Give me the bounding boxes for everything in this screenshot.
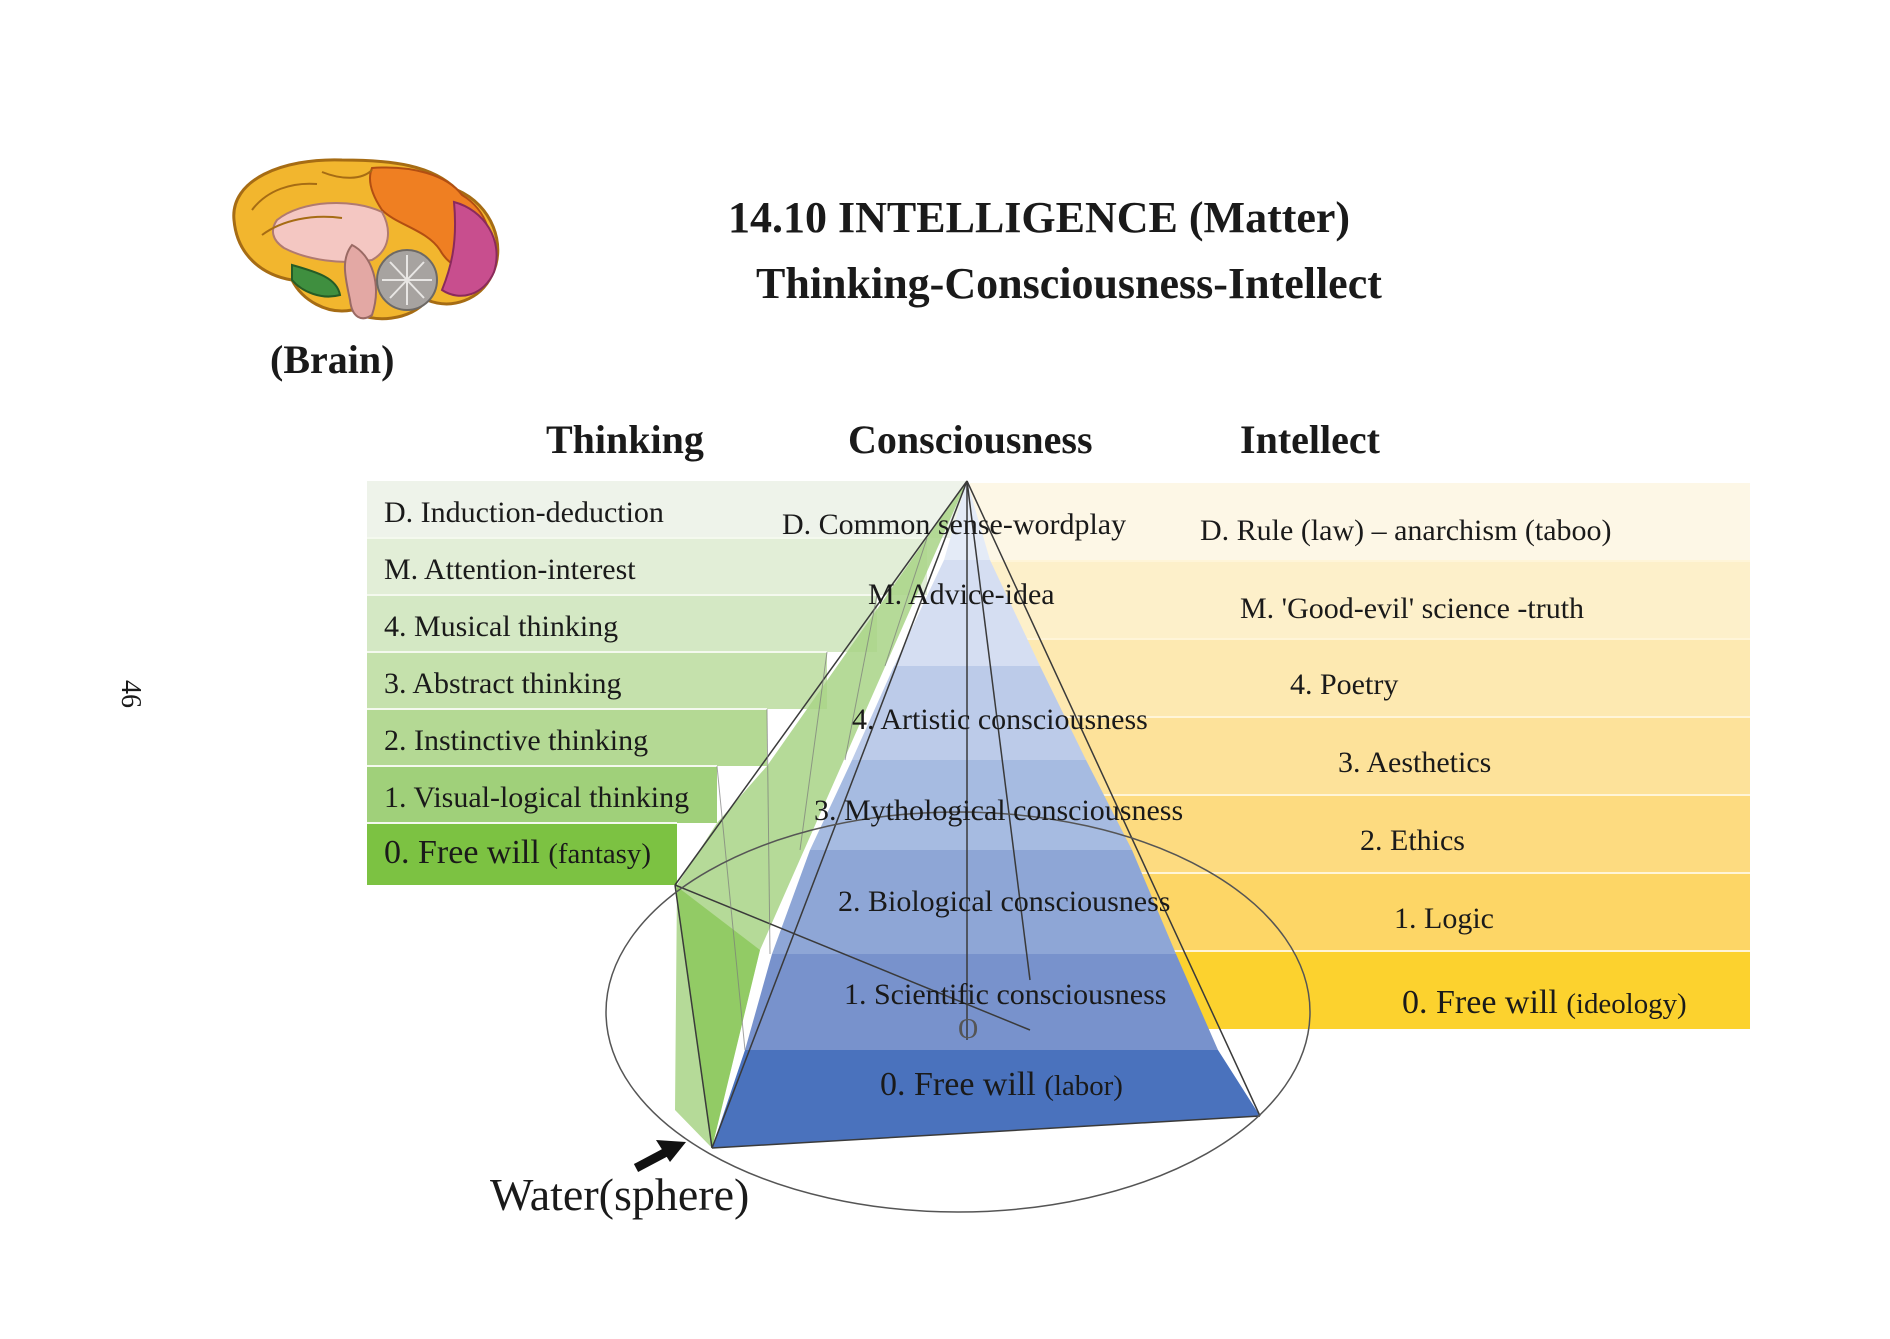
thinking-label-4: 4. Musical thinking: [384, 610, 619, 643]
water-arrow-icon: [633, 1140, 686, 1172]
intellect-label-0-note: (ideology): [1566, 988, 1687, 1020]
thinking-label-2: 2. Instinctive thinking: [384, 724, 649, 757]
thinking-label-0-note: (fantasy): [548, 838, 651, 870]
thinking-band-d: [367, 481, 967, 538]
brain-label: (Brain): [270, 337, 395, 382]
intellect-label-d: D. Rule (law) – anarchism (taboo): [1200, 514, 1612, 547]
thinking-band-1: [367, 766, 717, 823]
consciousness-label-0-main: 0. Free will: [880, 1066, 1036, 1103]
consciousness-label-0: 0. Free will (labor): [880, 1066, 1123, 1104]
thinking-label-3: 3. Abstract thinking: [384, 667, 622, 700]
intellect-band-0: [1170, 951, 1750, 1029]
column-header-thinking: Thinking: [546, 417, 704, 462]
thinking-band-2: [367, 709, 767, 766]
consciousness-label-d: D. Common sense-wordplay: [782, 508, 1127, 541]
page-subtitle: Thinking-Consciousness-Intellect: [756, 259, 1382, 308]
intellect-band-3: [970, 717, 1750, 795]
brain-image: [232, 158, 500, 321]
intellect-label-2: 2. Ethics: [1360, 824, 1465, 857]
intellect-band-4: [970, 639, 1750, 717]
water-sphere-ellipse: [605, 811, 1311, 1213]
consciousness-band-3: [810, 760, 1132, 850]
origin-mark: O: [958, 1014, 979, 1045]
thinking-label-0-main: 0. Free will: [384, 834, 540, 871]
column-header-intellect: Intellect: [1240, 417, 1380, 462]
consciousness-label-4: 4. Artistic consciousness: [852, 703, 1148, 736]
pyramid-green-edge: [675, 885, 760, 1148]
intellect-label-0: 0. Free will (ideology): [1402, 984, 1687, 1022]
thinking-band-4: [367, 595, 877, 652]
intellect-label-0-main: 0. Free will: [1402, 984, 1558, 1021]
consciousness-label-0-note: (labor): [1044, 1070, 1123, 1102]
intellect-band-d: [970, 483, 1750, 561]
intellect-label-m: M. 'Good-evil' science -truth: [1240, 592, 1585, 625]
thinking-band-m: [367, 538, 927, 595]
consciousness-band-1: [745, 954, 1218, 1050]
thinking-bands: [367, 481, 967, 885]
thinking-label-d: D. Induction-deduction: [384, 496, 664, 529]
thinking-label-1: 1. Visual-logical thinking: [384, 781, 690, 814]
consciousness-band-4: [852, 666, 1086, 760]
consciousness-label-m: M. Advice-idea: [868, 578, 1055, 611]
thinking-label-0: 0. Free will (fantasy): [384, 834, 651, 872]
consciousness-label-1: 1. Scientific consciousness: [844, 978, 1167, 1011]
consciousness-label-3: 3. Mythological consciousness: [814, 794, 1184, 827]
column-header-consciousness: Consciousness: [848, 417, 1093, 462]
consciousness-label-2: 2. Biological consciousness: [838, 885, 1171, 918]
page-title: 14.10 INTELLIGENCE (Matter): [728, 193, 1351, 242]
consciousness-band-2: [772, 850, 1176, 954]
thinking-label-m: M. Attention-interest: [384, 553, 636, 586]
water-sphere-label: Water(sphere): [490, 1169, 750, 1220]
intellect-label-1: 1. Logic: [1394, 902, 1494, 935]
intellect-label-3: 3. Aesthetics: [1338, 746, 1492, 779]
thinking-band-0: [367, 823, 677, 885]
thinking-band-3: [367, 652, 827, 709]
intellect-band-m: [970, 561, 1750, 639]
intellect-label-4: 4. Poetry: [1290, 668, 1399, 701]
